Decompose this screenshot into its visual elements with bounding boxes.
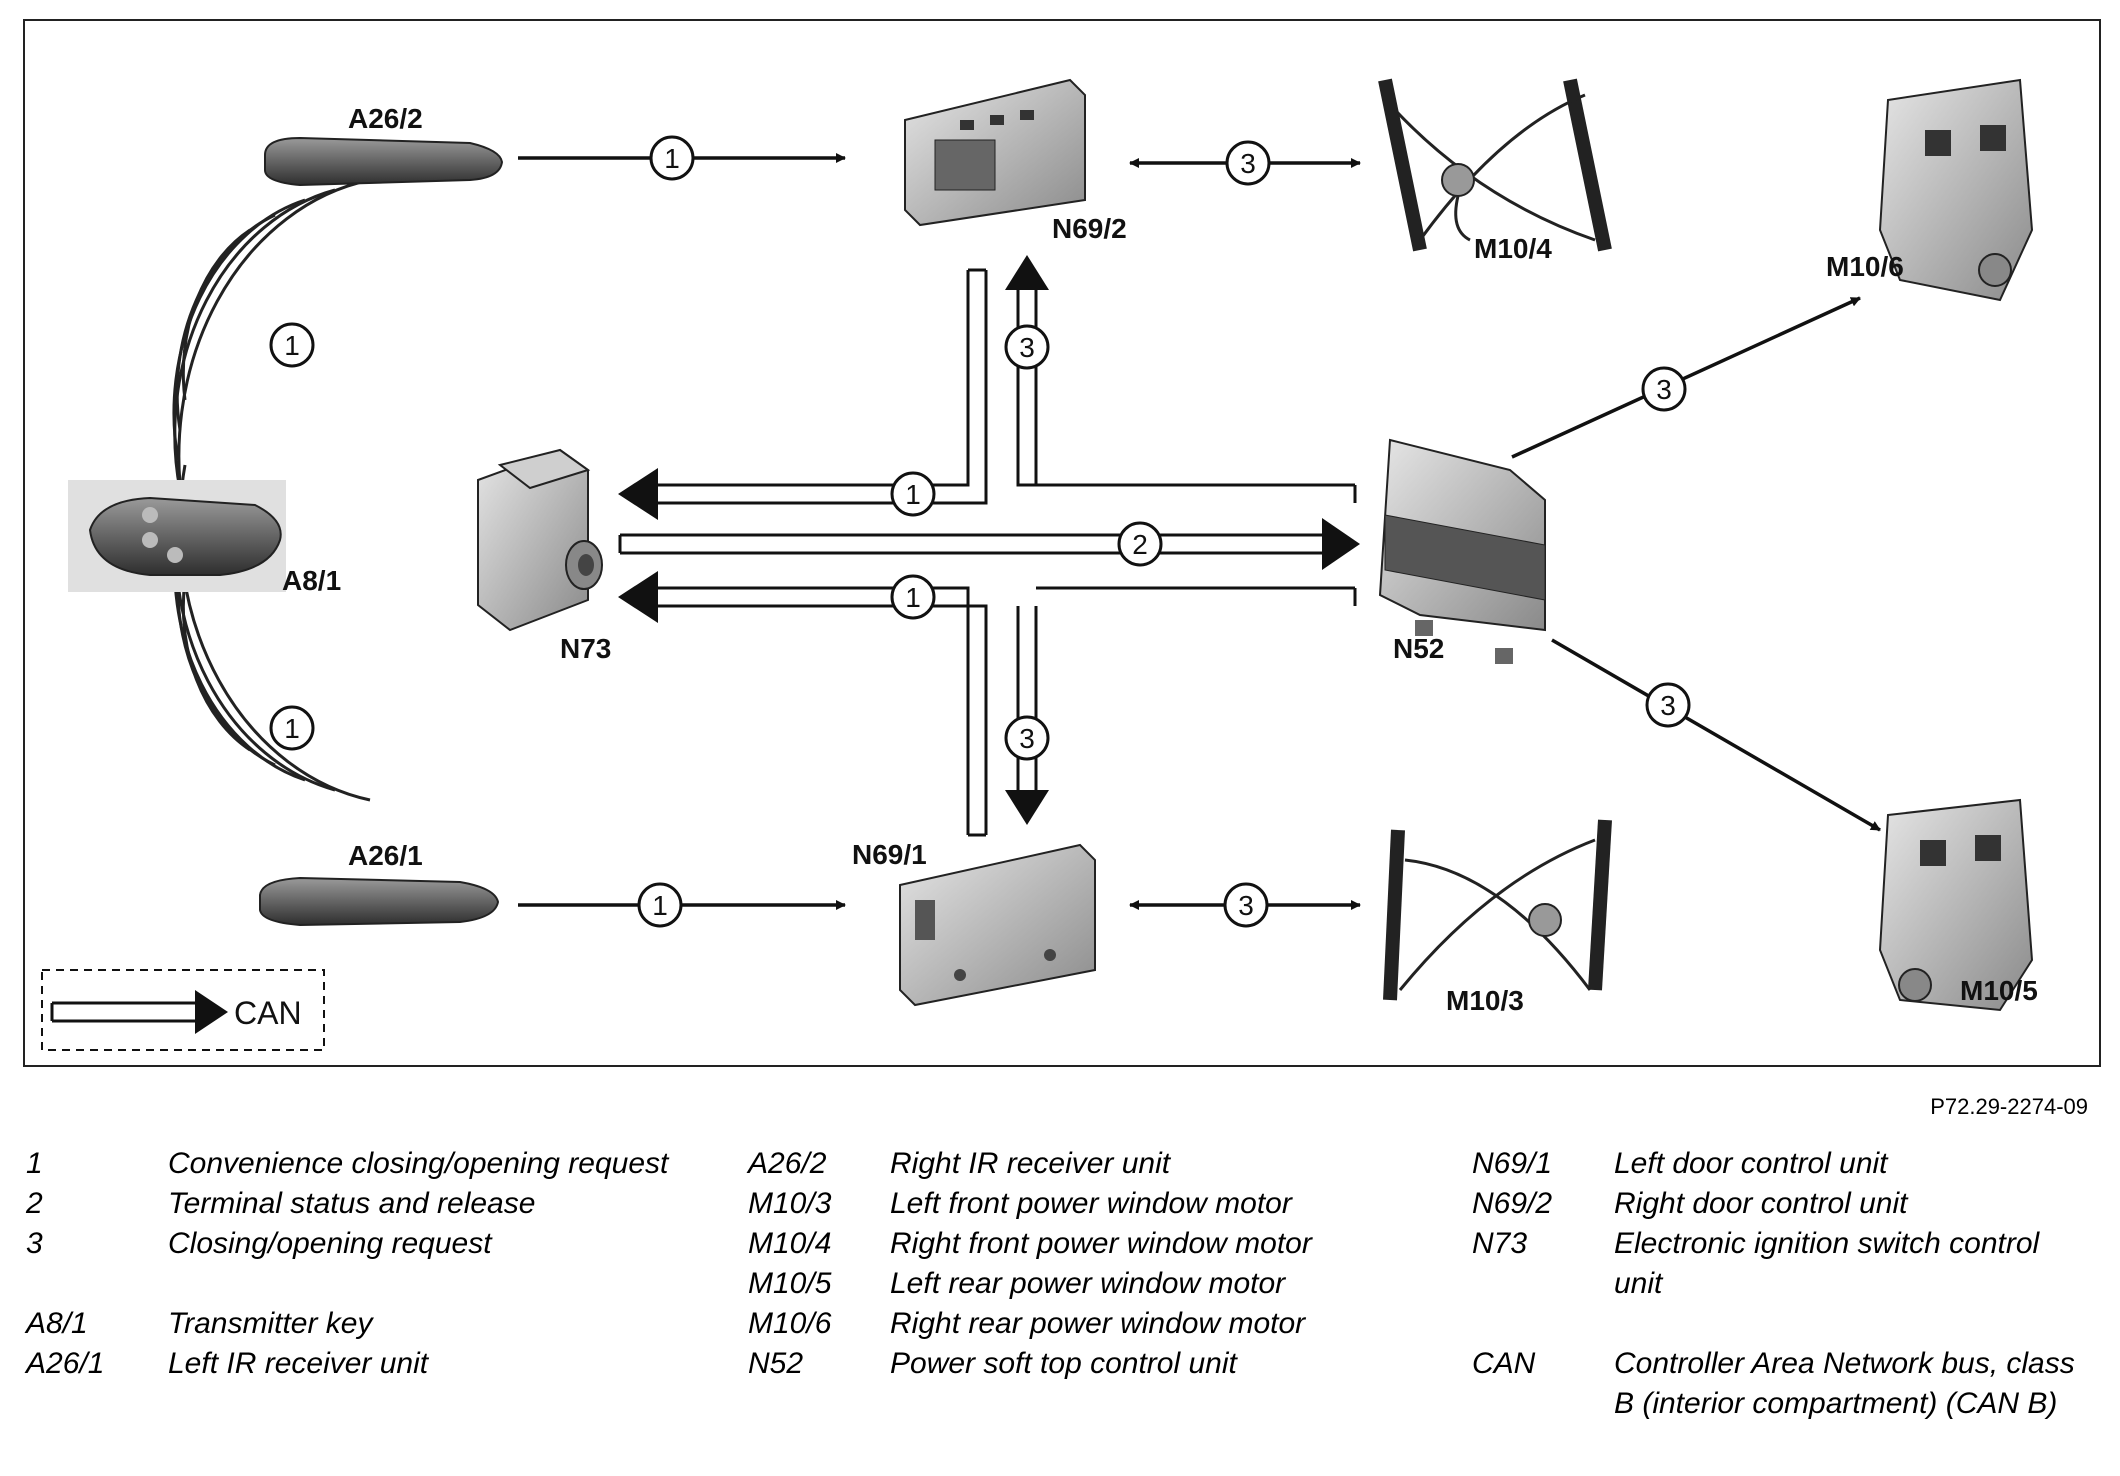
- signal-3-circle: 3: [1004, 715, 1050, 761]
- window-motor-m10-4: [1378, 78, 1612, 252]
- svg-text:1: 1: [284, 330, 300, 361]
- signal-1-circle: 1: [890, 471, 936, 517]
- label-m10-6: M10/6: [1826, 251, 1904, 282]
- can-end-caps: [618, 268, 1357, 837]
- window-motor-m10-5: [1878, 798, 2034, 1012]
- signal-3-circle: 3: [1641, 366, 1687, 412]
- label-n52: N52: [1393, 633, 1444, 664]
- soft-top-control-unit-n52: [1378, 438, 1546, 664]
- svg-text:3: 3: [1019, 332, 1035, 363]
- label-a26-2: A26/2: [348, 103, 423, 134]
- svg-text:1: 1: [664, 143, 680, 174]
- can-legend-label: CAN: [234, 995, 302, 1031]
- label-m10-3: M10/3: [1446, 985, 1524, 1016]
- window-motor-m10-3: [1383, 819, 1612, 1001]
- signal-3-circle: 3: [1225, 140, 1271, 186]
- door-control-unit-n69-1: [899, 843, 1096, 1007]
- system-diagram: A8/1 A26/2 A26/1 N69/2 N69/1 N73: [23, 19, 2101, 1067]
- svg-text:1: 1: [905, 479, 921, 510]
- can-legend-box: CAN: [41, 969, 325, 1051]
- signal-1-circle: 1: [269, 705, 315, 751]
- signal-1-circle: 1: [269, 322, 315, 368]
- label-a8-1: A8/1: [282, 565, 341, 596]
- signal-3-circle: 3: [1223, 882, 1269, 928]
- ignition-switch-n73: [477, 448, 603, 632]
- label-n69-2: N69/2: [1052, 213, 1127, 244]
- transmitter-key: [68, 480, 286, 592]
- svg-text:1: 1: [652, 890, 668, 921]
- window-motor-m10-6: [1878, 78, 2034, 302]
- signal-1-circle: 1: [649, 135, 695, 181]
- svg-text:3: 3: [1240, 148, 1256, 179]
- ir-receiver-a26-2: [264, 136, 504, 187]
- svg-text:1: 1: [905, 582, 921, 613]
- label-n69-1: N69/1: [852, 839, 927, 870]
- label-a26-1: A26/1: [348, 840, 423, 871]
- svg-text:3: 3: [1656, 374, 1672, 405]
- door-control-unit-n69-2: [904, 78, 1086, 227]
- svg-text:2: 2: [1132, 529, 1148, 560]
- label-m10-5: M10/5: [1960, 975, 2038, 1006]
- svg-text:3: 3: [1660, 690, 1676, 721]
- signal-1-circle: 1: [890, 574, 936, 620]
- can-arrowheads: [618, 255, 1360, 825]
- signal-3-circle: 3: [1004, 324, 1050, 370]
- signal-1-circle: 1: [637, 882, 683, 928]
- label-m10-4: M10/4: [1474, 233, 1552, 264]
- figure-reference: P72.29-2274-09: [1930, 1094, 2088, 1119]
- svg-text:3: 3: [1238, 890, 1254, 921]
- signal-3-circle: 3: [1645, 682, 1691, 728]
- ir-receiver-a26-1: [259, 876, 500, 927]
- svg-text:3: 3: [1019, 723, 1035, 754]
- label-n73: N73: [560, 633, 611, 664]
- can-bus: [620, 270, 1355, 835]
- signal-2-circle: 2: [1117, 521, 1163, 567]
- svg-text:1: 1: [284, 713, 300, 744]
